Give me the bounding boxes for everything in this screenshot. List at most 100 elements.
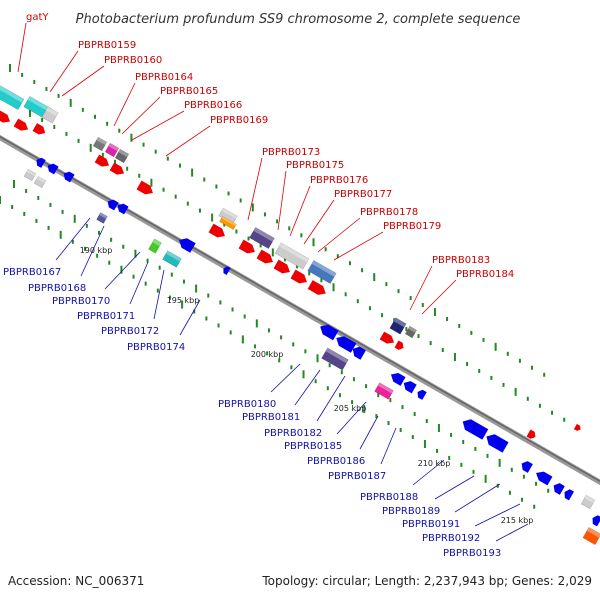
top-gene-label[interactable]: PBPRB0173: [262, 147, 320, 158]
bottom-gene-label[interactable]: PBPRB0192: [422, 533, 480, 544]
reverse-gene-arrow[interactable]: [45, 162, 59, 175]
top-gene-label[interactable]: PBPRB0179: [383, 221, 441, 232]
bottom-gene-label[interactable]: PBPRB0186: [307, 456, 365, 467]
gene-box[interactable]: [96, 212, 108, 224]
gene-box[interactable]: [274, 242, 310, 270]
reverse-gene-arrow[interactable]: [551, 481, 565, 495]
top-label-leader: [303, 199, 335, 245]
reverse-gene-arrow[interactable]: [460, 416, 489, 440]
reverse-gene-arrow[interactable]: [317, 322, 339, 341]
forward-gene-arrow[interactable]: [94, 154, 112, 170]
top-gene-label[interactable]: PBPRB0175: [286, 160, 344, 171]
bottom-gene-label[interactable]: PBPRB0191: [402, 519, 460, 530]
forward-gene-arrow[interactable]: [307, 280, 329, 298]
top-gene-label[interactable]: PBPRB0169: [210, 115, 268, 126]
forward-gene-arrow[interactable]: [109, 162, 127, 178]
reverse-gene-arrow[interactable]: [350, 344, 366, 360]
bottom-gene-label[interactable]: PBPRB0188: [360, 492, 418, 503]
bottom-gene-label[interactable]: PBPRB0182: [264, 428, 322, 439]
bottom-gene-label[interactable]: PBPRB0185: [284, 441, 342, 452]
gene-box[interactable]: [148, 238, 162, 254]
bottom-gene-label[interactable]: PBPRB0187: [328, 471, 386, 482]
reverse-gene-arrow[interactable]: [388, 370, 406, 386]
top-gene-label[interactable]: PBPRB0166: [184, 100, 242, 111]
bottom-gene-label[interactable]: PBPRB0170: [52, 296, 110, 307]
bottom-gene-label[interactable]: PBPRB0189: [382, 506, 440, 517]
forward-gene-arrow[interactable]: [379, 331, 397, 347]
forward-gene-arrow[interactable]: [0, 110, 12, 126]
top-gene-label[interactable]: PBPRB0164: [135, 72, 193, 83]
forward-gene-arrow[interactable]: [256, 249, 276, 267]
reverse-gene-arrow[interactable]: [176, 235, 196, 253]
forward-gene-arrow[interactable]: [136, 180, 156, 198]
reverse-gene-arrow[interactable]: [519, 459, 533, 473]
gene-box[interactable]: [321, 347, 349, 371]
gene-box[interactable]: [249, 226, 275, 250]
gene-box[interactable]: [92, 136, 108, 152]
gene-box[interactable]: [374, 382, 394, 400]
tick-label: 195 kbp: [167, 296, 200, 305]
top-gene-label[interactable]: PBPRB0177: [334, 189, 392, 200]
bottom-gene-label[interactable]: PBPRB0174: [127, 342, 185, 353]
gene-box[interactable]: [23, 168, 37, 182]
top-gene-label[interactable]: PBPRB0160: [104, 55, 162, 66]
reverse-gene-arrow[interactable]: [534, 469, 553, 486]
bottom-gene-label[interactable]: PBPRB0172: [101, 326, 159, 337]
gene-box[interactable]: [104, 142, 120, 158]
reverse-gene-arrow[interactable]: [401, 379, 417, 394]
forward-gene-arrow[interactable]: [208, 223, 228, 241]
label-leaders: [17, 22, 529, 542]
gene-box[interactable]: [404, 325, 418, 339]
reverse-gene-arrow[interactable]: [334, 333, 357, 353]
forward-gene-arrow[interactable]: [394, 340, 406, 352]
bottom-label-leader: [129, 261, 149, 305]
accession-text: Accession: NC_006371: [8, 574, 145, 588]
reverse-gene-arrow[interactable]: [115, 202, 129, 215]
gene-box[interactable]: [33, 175, 47, 189]
gene-box[interactable]: [582, 526, 600, 546]
gene-box[interactable]: [0, 83, 25, 111]
gene-box[interactable]: [114, 148, 130, 164]
top-gene-label[interactable]: PBPRB0178: [360, 207, 418, 218]
forward-gene-arrow[interactable]: [273, 259, 293, 277]
bottom-gene-label[interactable]: PBPRB0180: [218, 399, 276, 410]
top-gene-label[interactable]: PBPRB0159: [78, 40, 136, 51]
forward-gene-arrow[interactable]: [238, 239, 258, 257]
gene-box[interactable]: [41, 106, 59, 124]
bottom-gene-label[interactable]: PBPRB0171: [77, 311, 135, 322]
bottom-label-leader: [474, 503, 521, 527]
reverse-gene-arrow[interactable]: [415, 388, 427, 400]
reverse-gene-arrow[interactable]: [61, 170, 75, 183]
forward-gene-arrow[interactable]: [13, 118, 31, 134]
gene-box[interactable]: [580, 494, 596, 510]
gene-box[interactable]: [219, 216, 237, 230]
reverse-gene-arrow[interactable]: [590, 514, 600, 527]
reverse-gene-arrow[interactable]: [483, 431, 509, 453]
bottom-label-leader: [434, 475, 475, 500]
gene-box[interactable]: [389, 317, 407, 335]
top-gene-label[interactable]: gatY: [26, 12, 49, 23]
gene-box[interactable]: [307, 259, 337, 285]
bottom-label-leader: [336, 401, 367, 435]
reverse-gene-arrow[interactable]: [221, 265, 231, 275]
tick-label: 190 kbp: [80, 246, 113, 255]
top-gene-label[interactable]: PBPRB0165: [160, 86, 218, 97]
bottom-label-leader: [179, 299, 201, 336]
reverse-gene-arrow[interactable]: [34, 156, 46, 168]
forward-gene-arrow[interactable]: [526, 429, 538, 441]
forward-gene-arrow[interactable]: [290, 269, 310, 287]
bottom-gene-label[interactable]: PBPRB0167: [3, 267, 61, 278]
gene-box[interactable]: [162, 250, 182, 268]
top-gene-label[interactable]: PBPRB0183: [432, 255, 490, 266]
top-gene-label[interactable]: PBPRB0176: [310, 175, 368, 186]
bottom-gene-label[interactable]: PBPRB0168: [28, 283, 86, 294]
forward-gene-arrow[interactable]: [573, 423, 582, 432]
bottom-gene-label[interactable]: PBPRB0181: [242, 412, 300, 423]
top-gene-label[interactable]: PBPRB0184: [456, 269, 514, 280]
top-label-leader: [165, 125, 211, 157]
tick-label: 200 kbp: [251, 350, 284, 359]
reverse-gene-arrow[interactable]: [562, 488, 574, 501]
forward-gene-arrow[interactable]: [32, 123, 48, 137]
reverse-gene-arrow[interactable]: [105, 198, 119, 211]
bottom-gene-label[interactable]: PBPRB0193: [443, 548, 501, 559]
